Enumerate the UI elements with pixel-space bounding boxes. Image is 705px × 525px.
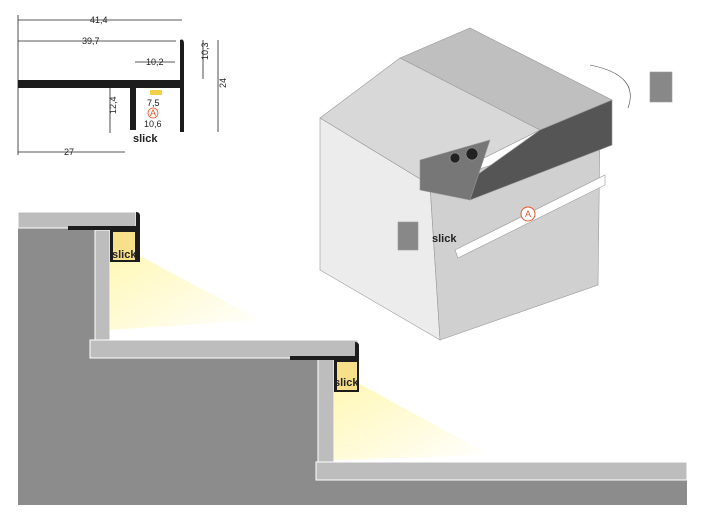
iso-marker-a: A — [525, 209, 531, 219]
stairs-logo-1: slick — [112, 249, 137, 261]
profile-logo: slick — [133, 133, 158, 145]
led-strip — [150, 90, 162, 95]
profile-shape — [18, 39, 184, 132]
light-beam-1 — [110, 240, 260, 330]
light-beam-2 — [334, 370, 490, 460]
dim-total-height: 24 — [218, 78, 228, 88]
iso-logo: slick — [432, 233, 457, 245]
end-cap-left — [397, 221, 419, 251]
end-cap-right — [649, 71, 673, 103]
profile-iso — [469, 99, 613, 201]
dim-total-width: 41,4 — [90, 15, 108, 25]
marker-a: A — [150, 108, 156, 118]
stairs-illustration — [17, 211, 688, 505]
stairs-logo-2: slick — [334, 377, 359, 389]
dim-top-width: 39,7 — [82, 36, 100, 46]
dim-channel-height: 12,4 — [108, 96, 118, 114]
marker-a-circle — [147, 107, 159, 119]
dim-flange-height: 10,3 — [200, 42, 210, 60]
isometric-illustration — [319, 27, 673, 341]
dim-top-channel: 10,2 — [146, 57, 164, 67]
dim-offset: 27 — [64, 147, 74, 157]
profile-cross-section — [17, 15, 219, 155]
dim-outer-width: 10,6 — [144, 119, 162, 129]
iso-marker-circle — [520, 206, 536, 222]
dim-inner-width: 7,5 — [147, 98, 160, 108]
